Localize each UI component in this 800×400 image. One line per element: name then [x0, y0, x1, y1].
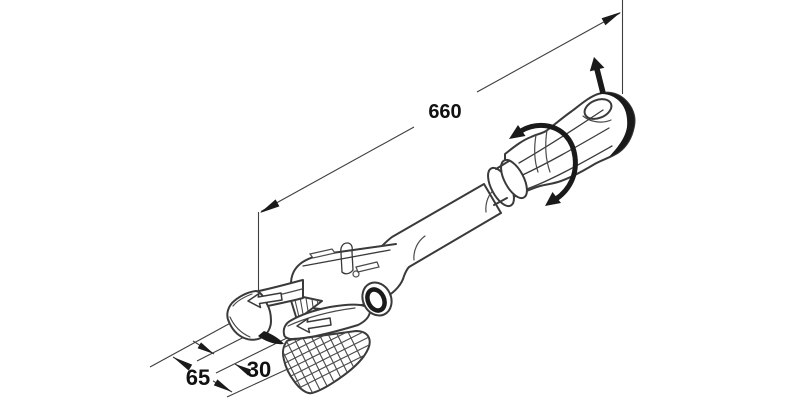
dim-65-label: 65	[186, 365, 210, 390]
dim-660-line-a	[260, 126, 415, 212]
dim-30-arrow-left	[197, 342, 214, 354]
handle-waist-line	[534, 134, 539, 173]
extension-line-e4	[226, 366, 293, 398]
clip-pin	[352, 270, 360, 278]
top-slot	[355, 261, 380, 273]
bracket-top-details	[308, 242, 380, 278]
tube-section-line	[413, 235, 426, 261]
rotation-arrow-icon	[509, 122, 578, 206]
dim-65-arrow-left	[173, 357, 193, 371]
ratchet-collar	[487, 158, 528, 208]
rotation-arrowhead-top	[509, 125, 526, 139]
bracket-face-edge	[302, 249, 391, 267]
handle-facet-line	[518, 109, 604, 164]
left-arrow-icon	[247, 292, 283, 309]
dim-660-label: 660	[428, 101, 461, 123]
rack-fold-line	[287, 307, 356, 327]
pivot-boss	[361, 281, 393, 317]
handle-facet-line	[523, 145, 613, 191]
collar-edge	[493, 197, 508, 206]
dim-30-arrow-right	[235, 364, 252, 376]
tool-body	[226, 91, 636, 395]
spring-clip-leg	[351, 251, 354, 271]
boot-top-face-line	[232, 293, 253, 307]
dimension-overall-length: 660	[257, 0, 624, 291]
dim-30-label: 30	[247, 357, 271, 382]
rack-teeth-wedge	[288, 293, 323, 321]
handle-facet-line	[515, 127, 610, 179]
dim-660-arrow-left	[260, 199, 280, 213]
up-arrow-icon	[589, 57, 606, 94]
boot-sole-line	[229, 316, 251, 338]
rotation-arc	[519, 122, 578, 202]
hang-hole-recess	[582, 115, 612, 123]
rotation-arrowhead-bottom	[545, 192, 561, 206]
spring-clip-foot	[341, 269, 354, 275]
dim-660-line-b	[476, 12, 621, 93]
dimension-head: 65 30	[149, 319, 293, 398]
hang-hole	[583, 98, 613, 120]
pivot-hole	[365, 287, 387, 313]
dim-660-arrow-right	[601, 12, 621, 26]
collar-edge	[495, 160, 510, 170]
spring-clip-leg	[340, 252, 343, 273]
boot-heel-shadow	[258, 331, 284, 345]
dim-65-arrow-right	[213, 379, 232, 392]
top-slot-tab	[308, 248, 337, 259]
left-arrow-icon	[296, 317, 332, 334]
extension-line-e1	[149, 319, 237, 368]
handle-cap-band	[598, 92, 635, 157]
collar-ring	[500, 158, 528, 200]
lattice-plate	[282, 330, 371, 395]
spring-clip-loop	[340, 242, 353, 254]
lattice-crosshatch	[283, 331, 370, 394]
handle-waist-line	[545, 129, 551, 173]
